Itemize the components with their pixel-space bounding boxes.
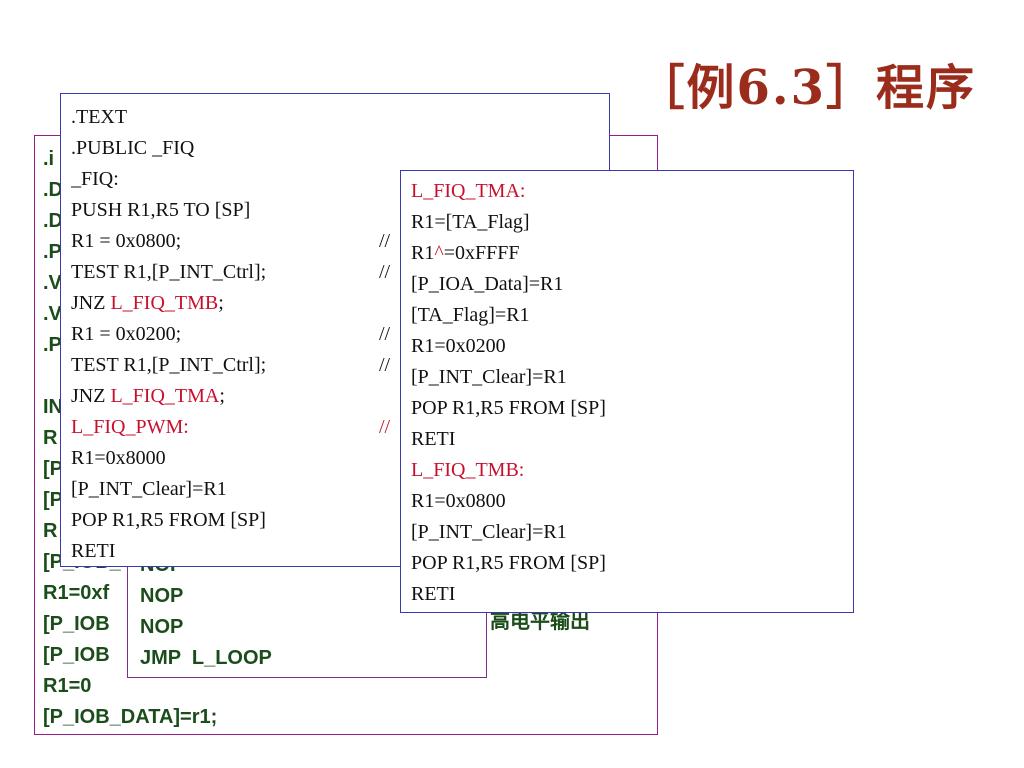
code-line: POP R1,R5 FROM [SP] xyxy=(71,509,266,531)
label-ref: ^ xyxy=(434,242,444,264)
code-list-fiq: .TEXT .PUBLIC _FIQ _FIQ: PUSH R1,R5 TO [… xyxy=(71,102,267,566)
code-line-xor: R1^=0xFFFF xyxy=(411,238,606,269)
code-line: .TEXT xyxy=(71,106,128,128)
code-text: JNZ L_FIQ_TMA; xyxy=(71,385,225,407)
code-line: NOP xyxy=(140,585,184,607)
comment-marker xyxy=(379,381,390,412)
code-line: .D xyxy=(43,210,63,232)
code-line: PUSH R1,R5 TO [SP] xyxy=(71,199,251,221)
label-ref: L_FIQ_TMA xyxy=(110,385,220,407)
code-list-loop: NOP NOP NOP JMP L_LOOP xyxy=(140,550,272,674)
code-line: R1=0x0800 xyxy=(411,490,506,512)
code-line: [P_INT_Clear]=R1 xyxy=(411,521,567,543)
code-list-main: .i .D .D .P .V .V .P IN R [P [P R [P_IOB… xyxy=(43,144,217,733)
code-line: .P xyxy=(43,334,62,356)
code-line-jnz-tma: JNZ L_FIQ_TMA; xyxy=(71,381,266,412)
code-text: ; xyxy=(219,385,225,407)
code-line: POP R1,R5 FROM [SP] xyxy=(411,552,606,574)
comment-marker: // xyxy=(379,230,391,252)
code-line: [P xyxy=(43,458,63,480)
code-text: R1 xyxy=(411,242,435,264)
code-line: [TA_Flag]=R1 xyxy=(411,304,530,326)
code-text: JNZ xyxy=(71,292,111,314)
code-text: =0xFFFF xyxy=(443,242,520,264)
code-line: .P xyxy=(43,241,62,263)
code-line: R1=0xf xyxy=(43,582,110,604)
code-box-timer: L_FIQ_TMA: R1=[TA_Flag] R1^=0xFFFF [P_IO… xyxy=(400,170,854,613)
code-line: TEST R1,[P_INT_Ctrl]; xyxy=(71,261,267,283)
code-text: JNZ xyxy=(71,385,111,407)
code-line: .V xyxy=(43,303,62,325)
comment-marker xyxy=(379,288,390,319)
label-l-fiq-tma: L_FIQ_TMA: xyxy=(411,180,526,202)
code-line: R1=0x0200 xyxy=(411,335,506,357)
code-line: .D xyxy=(43,179,63,201)
label-l-fiq-tmb: L_FIQ_TMB: xyxy=(411,459,525,481)
code-line: [P_IOB_DATA]=r1; xyxy=(43,706,218,728)
code-line: R xyxy=(43,520,58,542)
code-line: [P_IOA_Data]=R1 xyxy=(411,273,564,295)
comment-marker: // xyxy=(379,354,391,376)
code-line: _FIQ: xyxy=(71,168,119,190)
code-line: POP R1,R5 FROM [SP] xyxy=(411,397,606,419)
code-line: R1=[TA_Flag] xyxy=(411,211,530,233)
label-l-fiq-pwm: L_FIQ_PWM: xyxy=(71,416,189,438)
code-line: .i xyxy=(43,148,55,170)
code-line: TEST R1,[P_INT_Ctrl]; xyxy=(71,354,267,376)
code-list-timer: L_FIQ_TMA: R1=[TA_Flag] R1^=0xFFFF [P_IO… xyxy=(411,176,606,610)
comment-marker: // xyxy=(379,261,391,283)
code-line: IN xyxy=(43,396,63,418)
code-line: RETI xyxy=(411,583,456,605)
code-line: RETI xyxy=(71,540,116,562)
code-line: .V xyxy=(43,272,62,294)
code-line: R1 = 0x0800; xyxy=(71,230,182,252)
code-line-jnz-tmb: JNZ L_FIQ_TMB; xyxy=(71,288,266,319)
code-line: NOP xyxy=(140,616,184,638)
code-line: .PUBLIC _FIQ xyxy=(71,137,195,159)
code-text: JNZ L_FIQ_TMB; xyxy=(71,292,224,314)
code-line: [P_INT_Clear]=R1 xyxy=(71,478,227,500)
code-line: RETI xyxy=(411,428,456,450)
comment-column: // // // // // xyxy=(379,226,390,443)
code-line: R1=0x8000 xyxy=(71,447,166,469)
code-line: [P_IOB xyxy=(43,613,110,635)
code-line: [P xyxy=(43,489,63,511)
slide-title: ［例6.3］程序 xyxy=(636,60,976,116)
code-text: R1^=0xFFFF xyxy=(411,242,520,264)
comment-marker: // xyxy=(379,416,391,438)
code-line: JMP L_LOOP xyxy=(140,647,272,669)
code-line: R xyxy=(43,427,58,449)
code-text: ; xyxy=(218,292,224,314)
code-line: [P_INT_Clear]=R1 xyxy=(411,366,567,388)
code-line: R1 = 0x0200; xyxy=(71,323,182,345)
comment-marker: // xyxy=(379,323,391,345)
label-ref: L_FIQ_TMB xyxy=(110,292,219,314)
comment-note: 高电平输出 xyxy=(490,609,590,633)
code-line: [P_IOB xyxy=(43,644,110,666)
code-line: R1=0 xyxy=(43,675,92,697)
